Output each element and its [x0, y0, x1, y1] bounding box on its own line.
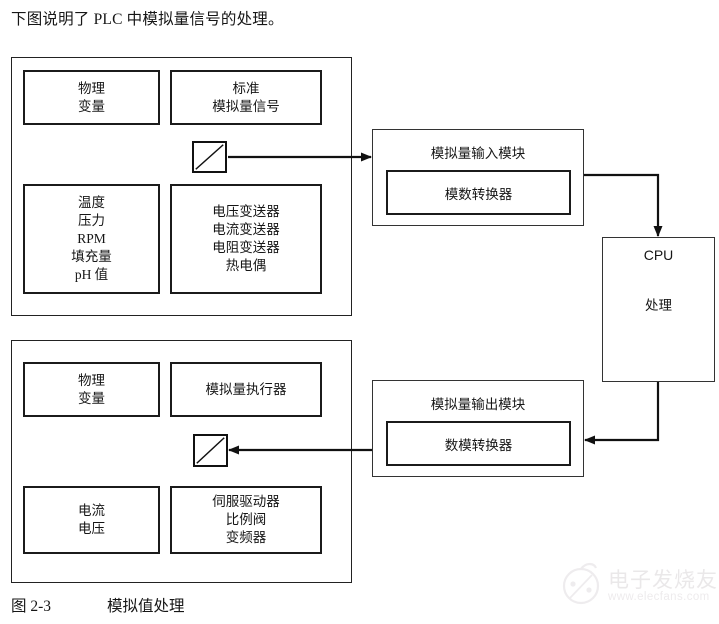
analog-input-module: 模拟量输入模块 模数转换器 [372, 129, 584, 226]
output-signal-item: 电压 [78, 521, 105, 536]
analog-input-module-title: 模拟量输入模块 [430, 146, 526, 161]
physical-variable-box-input: 物理 变量 [23, 70, 160, 125]
variable-item: 填充量 [71, 248, 112, 264]
intro-text: 下图说明了 PLC 中模拟量信号的处理。 [11, 11, 284, 28]
wire-input-module-to-cpu [584, 173, 663, 237]
transmitter-item: 热电偶 [225, 257, 267, 273]
figure-title: 模拟值处理 [107, 598, 185, 615]
standard-signal-line2: 模拟量信号 [212, 98, 280, 114]
watermark-logo-icon [562, 562, 600, 605]
analog-actuator-label: 模拟量执行器 [205, 381, 287, 397]
actuator-item: 比例阀 [225, 512, 267, 528]
physical-variable-box-output: 物理 变量 [23, 362, 160, 417]
physical-variable-line2: 变量 [78, 390, 105, 406]
standard-signal-line1: 标准 [232, 80, 260, 96]
figure-number: 图 2-3 [11, 598, 52, 615]
analog-output-module-title: 模拟量输出模块 [430, 397, 526, 412]
variable-item: 压力 [78, 213, 105, 229]
output-signal-item: 电流 [78, 503, 105, 519]
da-converter-box: 数模转换器 [386, 421, 571, 466]
transmitter-item: 电阻变送器 [212, 240, 280, 255]
variable-item: 温度 [78, 195, 105, 211]
actuator-item: 伺服驱动器 [212, 494, 280, 510]
physical-variables-list-box: 温度 压力 RPM 填充量 pH 值 [23, 184, 160, 294]
site-watermark: 电子发烧友 www.elecfans.com [560, 558, 718, 620]
transmitters-list-box: 电压变送器 电流变送器 电阻变送器 热电偶 [170, 184, 322, 294]
transmitter-item: 电流变送器 [212, 222, 280, 238]
cpu-title: CPU [643, 247, 674, 263]
ad-converter-label: 模数转换器 [444, 186, 513, 202]
physical-variable-line2: 变量 [78, 98, 105, 114]
figure-caption: 图 2-3 模拟值处理 [11, 594, 185, 616]
variable-item: RPM [77, 231, 106, 247]
analog-actuator-box: 模拟量执行器 [170, 362, 322, 417]
variable-item: pH 值 [74, 266, 109, 282]
standard-analog-signal-box: 标准 模拟量信号 [170, 70, 322, 125]
output-signals-box: 电流 电压 [23, 486, 160, 554]
cpu-module: CPU 处理 [602, 237, 715, 382]
transmitter-item: 电压变送器 [212, 204, 280, 220]
cpu-subtitle: 处理 [645, 298, 672, 313]
physical-variable-line1: 物理 [78, 372, 105, 388]
actuator-item: 变频器 [225, 529, 267, 545]
ad-converter-box: 模数转换器 [386, 170, 571, 215]
actuator-devices-box: 伺服驱动器 比例阀 变频器 [170, 486, 322, 554]
watermark-text: 电子发烧友 [608, 568, 718, 592]
transducer-diagonal-icon-input [192, 141, 227, 173]
da-converter-label: 数模转换器 [444, 437, 513, 453]
wire-cpu-to-output-module [584, 382, 660, 445]
transducer-diagonal-icon-output [193, 434, 228, 467]
analog-output-module: 模拟量输出模块 数模转换器 [372, 380, 584, 477]
watermark-url: www.elecfans.com [608, 591, 710, 603]
physical-variable-line1: 物理 [78, 80, 105, 96]
